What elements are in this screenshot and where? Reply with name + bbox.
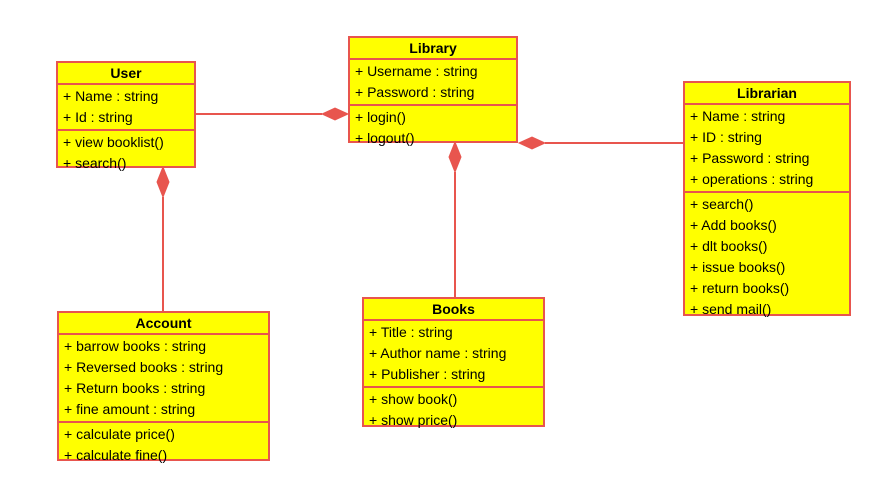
- attributes: + barrow books : string + Reversed books …: [59, 335, 268, 423]
- operation-row: + Add books(): [690, 217, 777, 233]
- operation-row: + calculate price(): [64, 426, 175, 442]
- class-user[interactable]: User + Name : string + Id : string + view…: [56, 61, 196, 171]
- attribute-row: + fine amount : string: [64, 401, 196, 417]
- attribute-row: + Username : string: [355, 63, 478, 79]
- class-library[interactable]: Library + Username : string + Password : …: [348, 36, 518, 146]
- attributes: + Name : string + ID : string + Password :…: [685, 105, 849, 193]
- attributes: + Title : string + Author name : string + …: [364, 321, 543, 388]
- attribute-row: + Password : string: [355, 84, 475, 100]
- operation-row: + view booklist(): [63, 134, 164, 150]
- operation-row: + issue books(): [690, 259, 786, 275]
- operation-row: + calculate fine(): [64, 447, 168, 463]
- class-name: Books: [364, 299, 543, 321]
- attribute-row: + ID : string: [690, 129, 762, 145]
- attribute-row: + Title : string: [369, 324, 453, 340]
- class-name: User: [58, 63, 194, 85]
- operation-row: + send mail(): [690, 301, 772, 317]
- library-books-diamond: [448, 140, 462, 174]
- operation-row: + logout(): [355, 130, 415, 146]
- operations: + search() + Add books() + dlt books() + is…: [685, 193, 849, 321]
- attribute-row: + Name : string: [63, 88, 159, 104]
- operations: + show book() + show price(): [364, 388, 543, 432]
- attribute-row: + Publisher : string: [369, 366, 486, 382]
- operation-row: + dlt books(): [690, 238, 768, 254]
- attribute-row: + Id : string: [63, 109, 133, 125]
- operations: + calculate price() + calculate fine(): [59, 423, 268, 467]
- user-library-diamond: [320, 107, 350, 121]
- attribute-row: + barrow books : string: [64, 338, 207, 354]
- class-name: Librarian: [685, 83, 849, 105]
- attribute-row: + operations : string: [690, 171, 814, 187]
- attribute-row: + Name : string: [690, 108, 786, 124]
- attribute-row: + Return books : string: [64, 380, 206, 396]
- operations: + view booklist() + search(): [58, 131, 194, 175]
- class-name: Library: [350, 38, 516, 60]
- attribute-row: + Reversed books : string: [64, 359, 224, 375]
- user-account-diamond: [156, 165, 170, 199]
- attribute-row: + Password : string: [690, 150, 810, 166]
- class-books[interactable]: Books + Title : string + Author name : st…: [362, 297, 545, 428]
- operation-row: + search(): [63, 155, 127, 171]
- operation-row: + return books(): [690, 280, 790, 296]
- class-account[interactable]: Account + barrow books : string + Reverse…: [57, 311, 270, 463]
- operation-row: + show book(): [369, 391, 458, 407]
- class-librarian[interactable]: Librarian + Name : string+ ID : string+ …: [683, 81, 851, 317]
- attributes: + Username : string + Password : string: [350, 60, 516, 106]
- operation-row: + search(): [690, 196, 754, 212]
- library-librarian-diamond: [517, 136, 547, 150]
- attribute-row: + Author name : string: [369, 345, 507, 361]
- operation-row: + show price(): [369, 412, 458, 428]
- operation-row: + login(): [355, 109, 406, 125]
- operations: + login() + logout(): [350, 106, 516, 150]
- attributes: + Name : string + Id : string: [58, 85, 194, 131]
- class-name: Account: [59, 313, 268, 335]
